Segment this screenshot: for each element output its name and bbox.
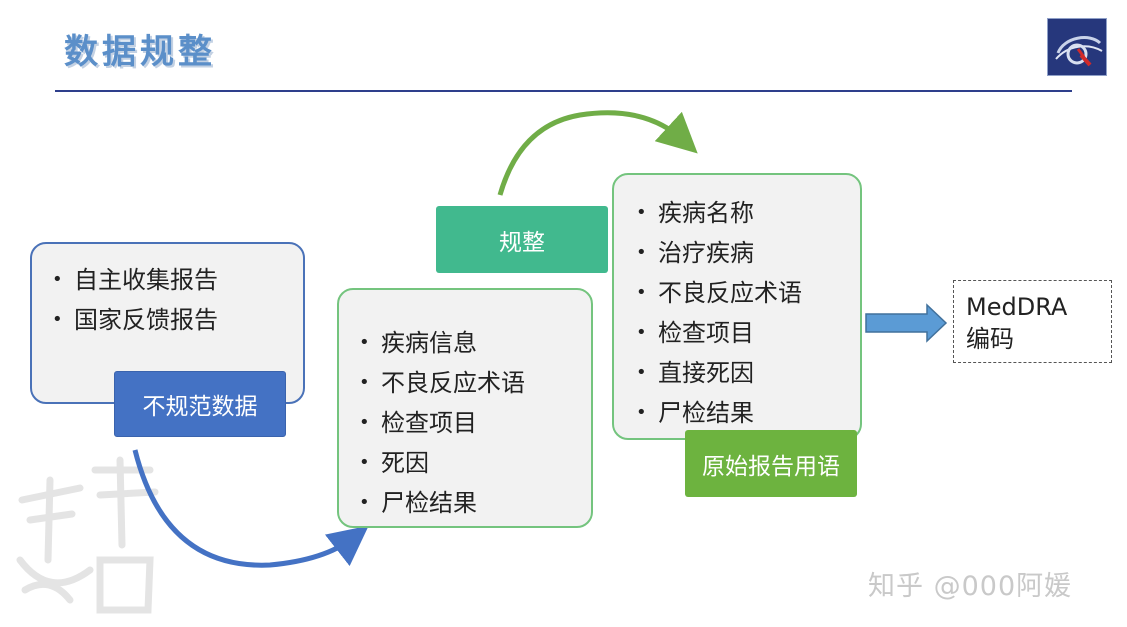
list-item: •死因 <box>359 443 525 483</box>
slide-title: 数据规整 <box>64 32 216 72</box>
curved-arrow-blue <box>132 449 369 568</box>
list-item: •检查项目 <box>636 313 802 353</box>
list-item: •不良反应术语 <box>636 273 802 313</box>
list-item: •国家反馈报告 <box>52 300 218 340</box>
nonstandard-data-label: 不规范数据 <box>114 371 286 437</box>
original-terms-label: 原始报告用语 <box>685 430 857 497</box>
bullet-icon: • <box>359 412 370 433</box>
coding-line: 编码 <box>966 325 1014 353</box>
list-item: •疾病名称 <box>636 193 802 233</box>
list-item: •治疗疾病 <box>636 233 802 273</box>
original-terms-list: •疾病名称 •治疗疾病 •不良反应术语 •检查项目 •直接死因 •尸检结果 <box>636 193 802 433</box>
source-list: •自主收集报告 •国家反馈报告 <box>52 260 218 340</box>
curved-arrow-green <box>497 110 698 196</box>
author-watermark: 知乎 @000阿媛 <box>868 571 1073 602</box>
bullet-icon: • <box>359 372 370 393</box>
title-divider <box>55 90 1072 92</box>
logo-emblem-icon <box>1055 36 1103 67</box>
bullet-icon: • <box>359 332 370 353</box>
bullet-icon: • <box>52 309 63 330</box>
list-item: •检查项目 <box>359 403 525 443</box>
bullet-icon: • <box>636 242 647 263</box>
list-item: •自主收集报告 <box>52 260 218 300</box>
normalize-label: 规整 <box>436 206 608 273</box>
original-terms-box: •疾病名称 •治疗疾病 •不良反应术语 •检查项目 •直接死因 •尸检结果 <box>612 173 862 440</box>
list-item: •尸检结果 <box>359 483 525 523</box>
logo <box>1047 18 1107 76</box>
category-box: •疾病信息 •不良反应术语 •检查项目 •死因 •尸检结果 <box>337 288 593 528</box>
list-item: •直接死因 <box>636 353 802 393</box>
category-list: •疾病信息 •不良反应术语 •检查项目 •死因 •尸检结果 <box>359 323 525 523</box>
bullet-icon: • <box>359 492 370 513</box>
seal-watermark <box>16 456 159 614</box>
list-item: •不良反应术语 <box>359 363 525 403</box>
meddra-line: MedDRA <box>966 293 1068 321</box>
bullet-icon: • <box>636 362 647 383</box>
list-item: •疾病信息 <box>359 323 525 363</box>
bullet-icon: • <box>636 402 647 423</box>
bullet-icon: • <box>52 269 63 290</box>
bullet-icon: • <box>636 202 647 223</box>
bullet-icon: • <box>636 282 647 303</box>
bullet-icon: • <box>359 452 370 473</box>
block-arrow-right <box>865 303 948 343</box>
bullet-icon: • <box>636 322 647 343</box>
list-item: •尸检结果 <box>636 393 802 433</box>
meddra-coding-box: MedDRA 编码 <box>953 280 1112 363</box>
